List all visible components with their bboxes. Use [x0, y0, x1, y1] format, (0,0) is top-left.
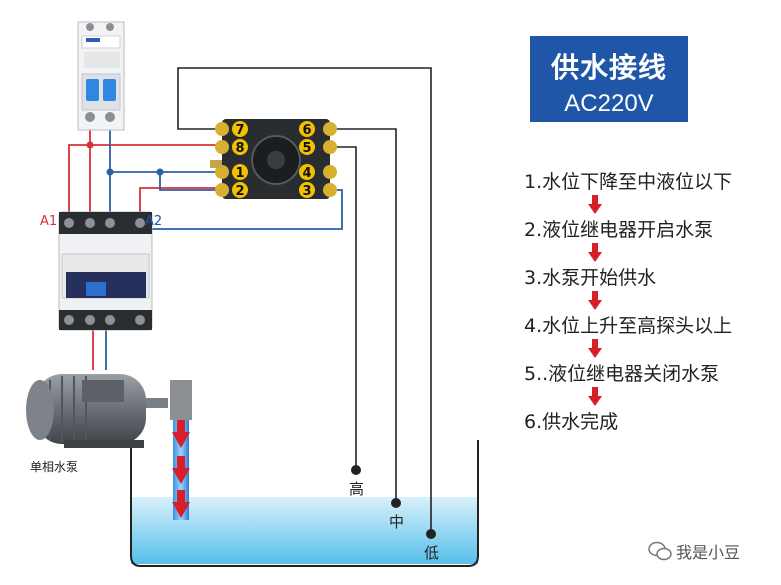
wechat-icon: [648, 541, 672, 561]
watermark-text: 我是小豆: [676, 543, 741, 562]
title-voltage: AC220V: [564, 90, 654, 117]
water-pump-motor: [26, 374, 168, 448]
blue-junctions: [106, 168, 164, 176]
process-steps: 1.水位下降至中液位以下 2.液位继电器开启水泵 3.水泵开始供水 4.水位上升…: [524, 170, 774, 434]
contactor-a2-label: A2: [145, 214, 163, 229]
relay-pin-badge: [232, 182, 248, 198]
step-1: 1.水位下降至中液位以下: [524, 171, 733, 193]
level-relay: [210, 119, 337, 199]
step-6: 6.供水完成: [524, 411, 619, 433]
level-mid-label: 中: [389, 513, 405, 531]
relay-pin-number: 4: [302, 166, 311, 181]
relay-pin-number: 6: [302, 123, 311, 138]
relay-pin-number: 8: [235, 141, 244, 156]
title-panel: 供水接线 AC220V: [530, 36, 688, 122]
step-arrow-icon: [524, 194, 774, 218]
pump-label: 单相水泵: [30, 460, 79, 474]
relay-pin-labels: 7 8 1 2 6 5 4 3: [232, 121, 315, 199]
relay-pin-badge: [232, 121, 248, 137]
supply-pipe: [170, 380, 192, 520]
relay-pin-badge: [299, 121, 315, 137]
relay-pin-badge: [299, 139, 315, 155]
relay-pin-number: 1: [235, 166, 244, 181]
relay-pin-number: 3: [302, 184, 311, 199]
relay-pin-badge: [299, 182, 315, 198]
red-junctions: [86, 141, 94, 149]
probe-wires: [177, 67, 432, 532]
step-arrow-icon: [524, 242, 774, 266]
title-main: 供水接线: [550, 51, 667, 84]
level-low-label: 低: [424, 544, 440, 562]
relay-pin-number: 5: [302, 141, 311, 156]
step-2: 2.液位继电器开启水泵: [524, 219, 714, 241]
step-4: 4.水位上升至高探头以上: [524, 315, 733, 337]
probe-tips: [351, 465, 436, 539]
relay-pin-number: 7: [235, 123, 244, 138]
level-high-label: 高: [349, 480, 365, 498]
step-arrow-icon: [524, 386, 774, 410]
step-3: 3.水泵开始供水: [524, 267, 657, 289]
relay-pin-badge: [232, 139, 248, 155]
circuit-breaker: [77, 21, 125, 131]
contactor: [58, 211, 153, 331]
relay-pin-badge: [232, 164, 248, 180]
step-arrow-icon: [524, 290, 774, 314]
step-5: 5..液位继电器关闭水泵: [524, 363, 720, 385]
contactor-a1-label: A1: [40, 214, 58, 229]
relay-pin-number: 2: [235, 184, 244, 199]
relay-pin-badge: [299, 164, 315, 180]
step-arrow-icon: [524, 338, 774, 362]
